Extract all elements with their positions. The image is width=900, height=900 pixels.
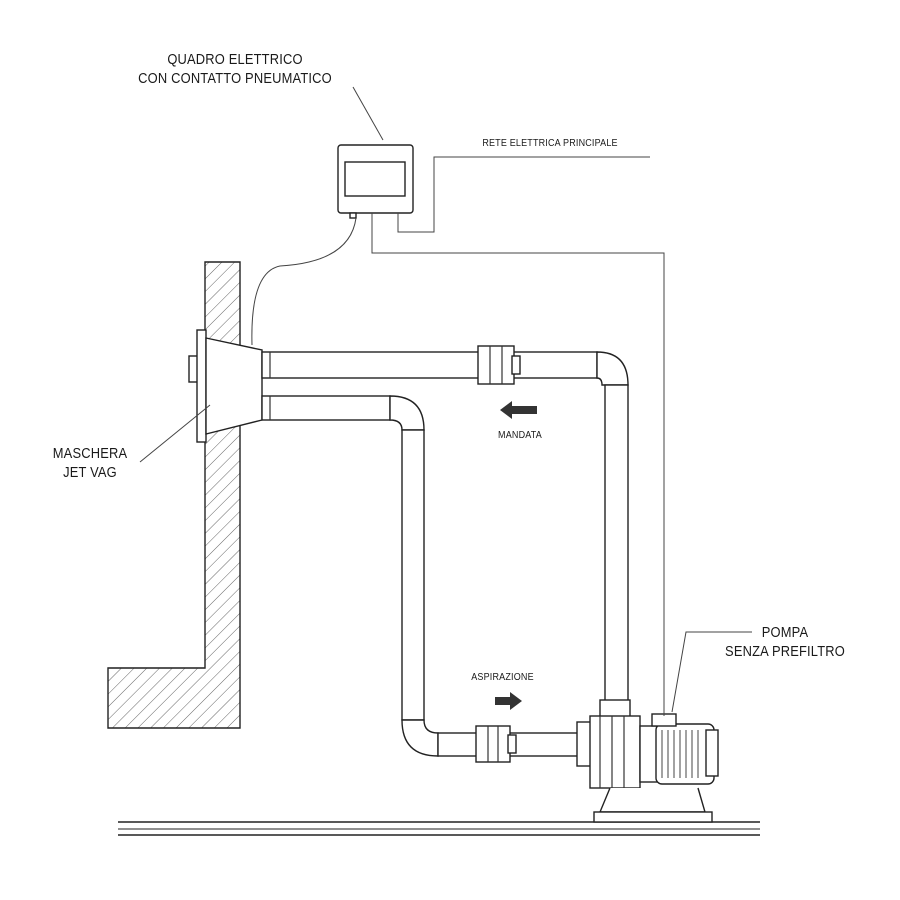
quadro-label-line1: QUADRO ELETTRICO — [167, 51, 303, 68]
maschera-label-line2: JET VAG — [63, 464, 117, 481]
electrical-panel — [337, 144, 414, 219]
pompa-label-line1: POMPA — [761, 624, 809, 641]
jet-vag-mask — [188, 329, 263, 443]
aspirazione-arrow — [495, 692, 522, 710]
aspirazione-label: ASPIRAZIONE — [460, 672, 546, 684]
wires — [139, 86, 752, 716]
aspirazione-pipe — [261, 395, 579, 763]
rete-label: RETE ELETTRICA PRINCIPALE — [465, 138, 636, 150]
pool-wall — [107, 261, 241, 729]
maschera-label-line1: MASCHERA — [52, 445, 128, 462]
pump — [576, 699, 719, 823]
mandata-pipe — [261, 345, 629, 706]
aspirazione-label-text: ASPIRAZIONE — [471, 672, 534, 683]
quadro-label: QUADRO ELETTRICO CON CONTATTO PNEUMATICO — [128, 50, 343, 88]
floor — [118, 821, 760, 836]
maschera-label: MASCHERA JET VAG — [38, 444, 141, 482]
mandata-label: MANDATA — [484, 430, 556, 442]
rete-label-text: RETE ELETTRICA PRINCIPALE — [482, 138, 618, 149]
mandata-label-text: MANDATA — [498, 430, 542, 441]
pompa-label-line2: SENZA PREFILTRO — [725, 643, 845, 660]
pompa-label: POMPA SENZA PREFILTRO — [712, 623, 858, 661]
quadro-label-line2: CON CONTATTO PNEUMATICO — [138, 70, 332, 87]
mandata-arrow — [500, 401, 537, 419]
